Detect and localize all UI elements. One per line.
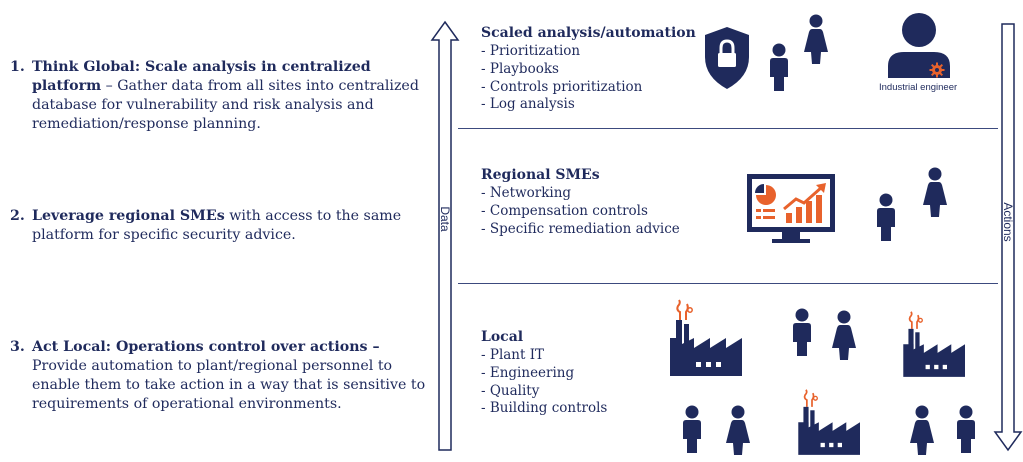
- person-icon: [770, 43, 788, 91]
- step-body: Leverage regional SMEs with access to th…: [32, 207, 430, 245]
- engineer-caption: Industrial engineer: [879, 82, 958, 93]
- tier-divider: [458, 283, 998, 284]
- tier-divider: [458, 128, 998, 129]
- step-number: 3.: [10, 339, 25, 355]
- list-item: Quality: [481, 383, 607, 401]
- tier-list: Plant IT Engineering Quality Building co…: [481, 347, 607, 418]
- step-heading: Act Local: Operations control over actio…: [32, 339, 380, 355]
- tier-title: Regional SMEs: [481, 167, 600, 183]
- actions-arrow-label: Actions: [1001, 202, 1015, 242]
- step-3: 3. Act Local: Operations control over ac…: [10, 338, 430, 414]
- person-icon: [683, 405, 701, 453]
- factory-icon: [669, 299, 743, 377]
- step-heading: Leverage regional SMEs: [32, 208, 225, 224]
- list-item: Plant IT: [481, 347, 607, 365]
- step-text: – Gather data from all sites into centra…: [32, 78, 419, 132]
- list-item: Building controls: [481, 400, 607, 418]
- industrial-engineer-icon: [888, 13, 950, 78]
- gear-icon: [929, 62, 945, 78]
- step-heading: Think Global: Scale analysis in centrali…: [32, 59, 371, 94]
- person-icon: [726, 405, 750, 455]
- person-icon: [877, 193, 895, 241]
- step-body: Think Global: Scale analysis in centrali…: [32, 58, 430, 134]
- person-icon: [910, 405, 934, 455]
- actions-down-arrow: [993, 23, 1023, 452]
- tier-list: Prioritization Playbooks Controls priori…: [481, 43, 642, 114]
- list-item: Specific remediation advice: [481, 221, 680, 239]
- step-number: 2.: [10, 208, 25, 224]
- list-item: Controls prioritization: [481, 79, 642, 97]
- list-item: Networking: [481, 185, 680, 203]
- step-1: 1. Think Global: Scale analysis in centr…: [10, 58, 430, 134]
- monitor-chart-icon: [747, 174, 835, 243]
- person-icon: [923, 167, 947, 217]
- list-item: Compensation controls: [481, 203, 680, 221]
- person-icon: [804, 14, 828, 64]
- list-item: Prioritization: [481, 43, 642, 61]
- tier-title: Local: [481, 329, 524, 345]
- person-icon: [957, 405, 975, 453]
- list-item: Playbooks: [481, 61, 642, 79]
- factory-icon: [797, 388, 861, 456]
- list-item: Engineering: [481, 365, 607, 383]
- tier-list: Networking Compensation controls Specifi…: [481, 185, 680, 238]
- tier-title: Scaled analysis/automation: [481, 25, 696, 41]
- data-up-arrow: [430, 20, 460, 451]
- shield-lock-icon: [705, 27, 749, 89]
- step-2: 2. Leverage regional SMEs with access to…: [10, 207, 430, 245]
- step-text: Provide automation to plant/regional per…: [32, 358, 426, 412]
- step-number: 1.: [10, 59, 25, 75]
- person-icon: [832, 310, 856, 360]
- step-body: Act Local: Operations control over actio…: [32, 338, 430, 414]
- factory-icon: [902, 310, 966, 378]
- step-text: with access to the same platform for spe…: [32, 208, 402, 243]
- data-arrow-label: Data: [438, 206, 452, 232]
- list-item: Log analysis: [481, 96, 642, 114]
- person-icon: [793, 308, 811, 356]
